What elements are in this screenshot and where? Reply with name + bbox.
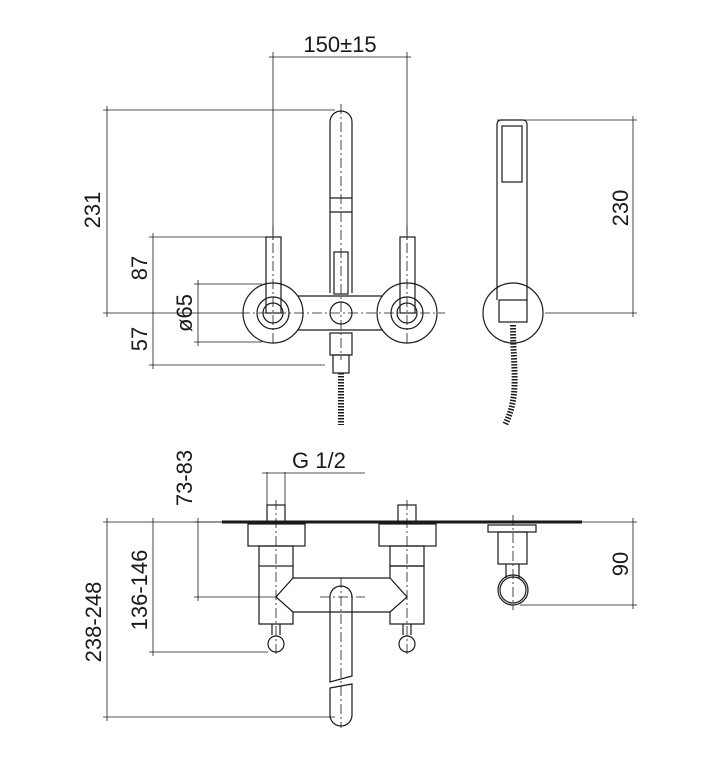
dimension-lines-side: [103, 472, 637, 721]
dimension-lines-front: [103, 52, 637, 369]
dim-total-height: 231: [80, 192, 105, 229]
dim-body-depth: 136-146: [127, 550, 152, 631]
dim-total-depth: 238-248: [81, 582, 106, 663]
dim-holder-depth: 90: [608, 552, 633, 576]
side-view-mixer: [222, 500, 637, 728]
dim-lower-height: 57: [127, 327, 152, 351]
dim-handle-spacing: 150±15: [303, 32, 376, 57]
dim-hand-shower-height: 230: [608, 190, 633, 227]
front-view-mixer: [240, 104, 445, 425]
hand-shower-view: [482, 119, 544, 427]
dim-connection-depth: 73-83: [172, 450, 197, 506]
dim-rosette-diameter: ø65: [172, 294, 197, 332]
dim-thread: G 1/2: [292, 448, 346, 473]
dim-handle-height: 87: [127, 256, 152, 280]
